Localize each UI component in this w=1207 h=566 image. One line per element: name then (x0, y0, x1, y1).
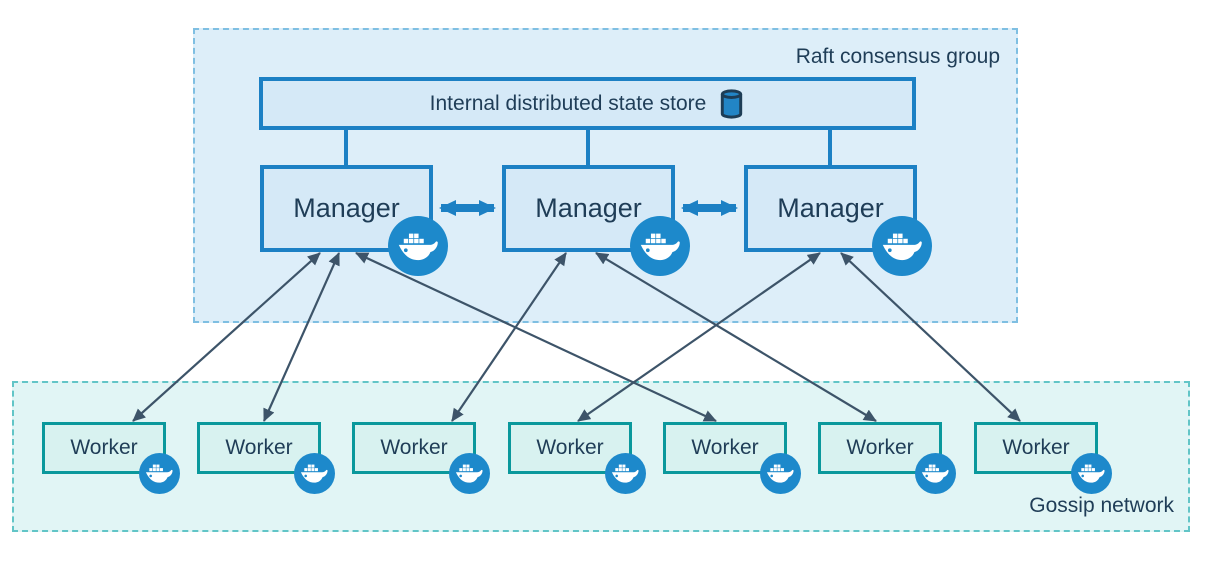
docker-whale-icon (294, 453, 335, 494)
manager-label: Manager (293, 193, 400, 223)
gossip-network-label: Gossip network (1029, 494, 1174, 517)
worker-4: Worker (508, 422, 646, 494)
docker-whale-icon (388, 216, 448, 276)
docker-whale-icon (1071, 453, 1112, 494)
docker-whale-icon (630, 216, 690, 276)
manager-2: Manager (502, 165, 690, 276)
manager-3: Manager (744, 165, 932, 276)
manager-label: Manager (777, 193, 884, 223)
docker-whale-icon (449, 453, 490, 494)
worker-label: Worker (225, 436, 293, 459)
worker-label: Worker (846, 436, 914, 459)
worker-label: Worker (380, 436, 448, 459)
worker-2: Worker (197, 422, 335, 494)
manager-label: Manager (535, 193, 642, 223)
manager-1: Manager (260, 165, 448, 276)
database-cylinder-icon (721, 88, 743, 119)
worker-5: Worker (663, 422, 801, 494)
worker-7: Worker (974, 422, 1112, 494)
state-store-box: Internal distributed state store (259, 77, 916, 130)
worker-3: Worker (352, 422, 490, 494)
docker-whale-icon (915, 453, 956, 494)
state-store-label: Internal distributed state store (429, 91, 707, 115)
docker-whale-icon (872, 216, 932, 276)
worker-label: Worker (1002, 436, 1070, 459)
raft-group-label: Raft consensus group (795, 45, 1000, 68)
worker-label: Worker (691, 436, 759, 459)
worker-label: Worker (70, 436, 138, 459)
docker-whale-icon (139, 453, 180, 494)
worker-label: Worker (536, 436, 604, 459)
docker-whale-icon (605, 453, 646, 494)
worker-6: Worker (818, 422, 956, 494)
docker-whale-icon (760, 453, 801, 494)
worker-1: Worker (42, 422, 180, 494)
